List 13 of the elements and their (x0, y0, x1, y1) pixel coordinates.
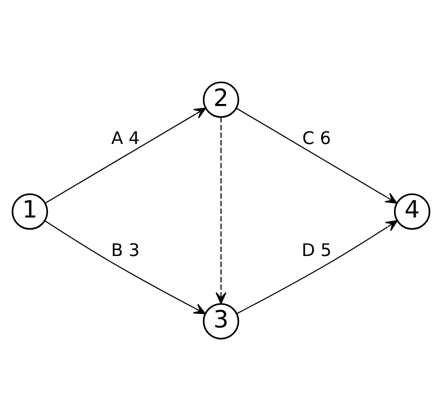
edge-label: B 3 (111, 240, 140, 260)
arrow (216, 116, 226, 304)
node-circle: 2 (202, 81, 240, 118)
arrow (236, 220, 398, 314)
arrow (44, 107, 206, 204)
node-circle: 4 (394, 192, 430, 230)
edge-label: C 6 (302, 128, 331, 149)
edge-label: A 4 (111, 128, 140, 149)
node-circle: 1 (12, 192, 48, 230)
node-circle: 3 (202, 302, 240, 339)
arrow (236, 107, 398, 204)
arrow (44, 220, 206, 314)
edge-label: D 5 (302, 240, 332, 260)
